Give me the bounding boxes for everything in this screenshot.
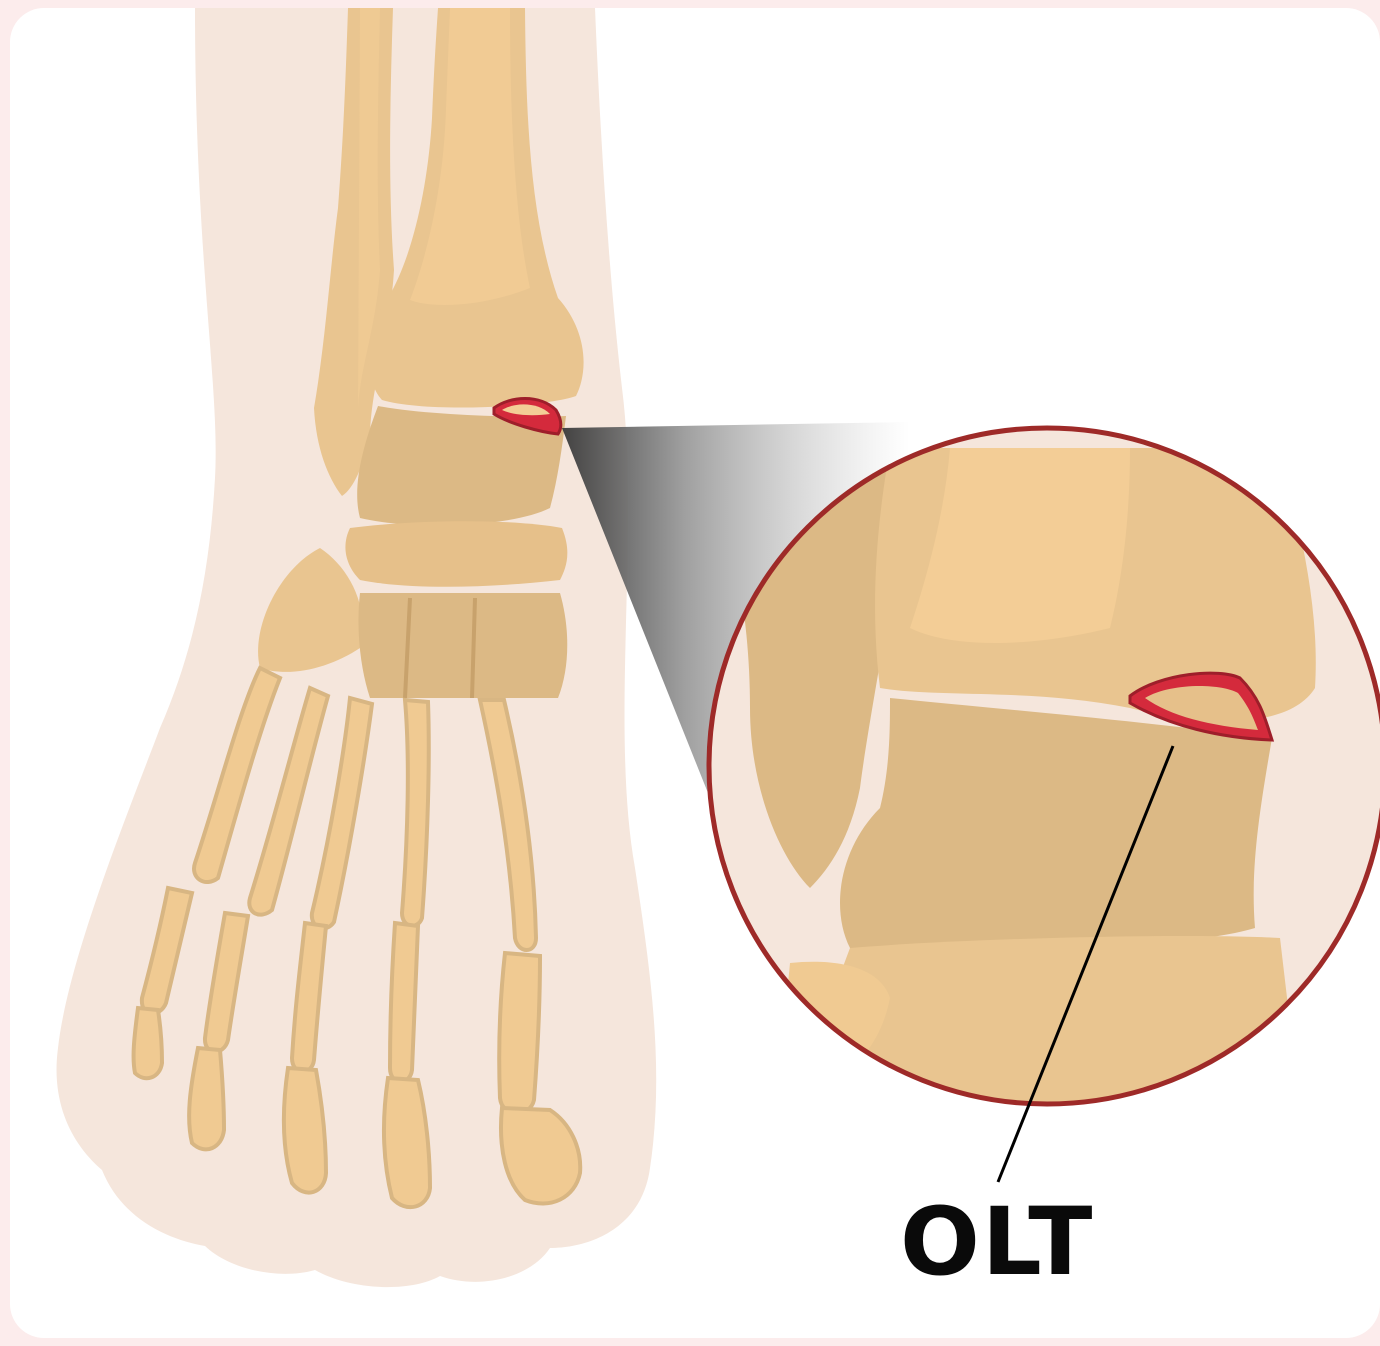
illustration-panel: OLT — [10, 8, 1380, 1338]
navicular-bone — [345, 521, 567, 587]
cuneiform-bones — [358, 593, 567, 698]
foot-skeleton-illustration — [10, 8, 1380, 1338]
zoom-circle — [709, 428, 1380, 1108]
lesion-label: OLT — [900, 1196, 1094, 1290]
